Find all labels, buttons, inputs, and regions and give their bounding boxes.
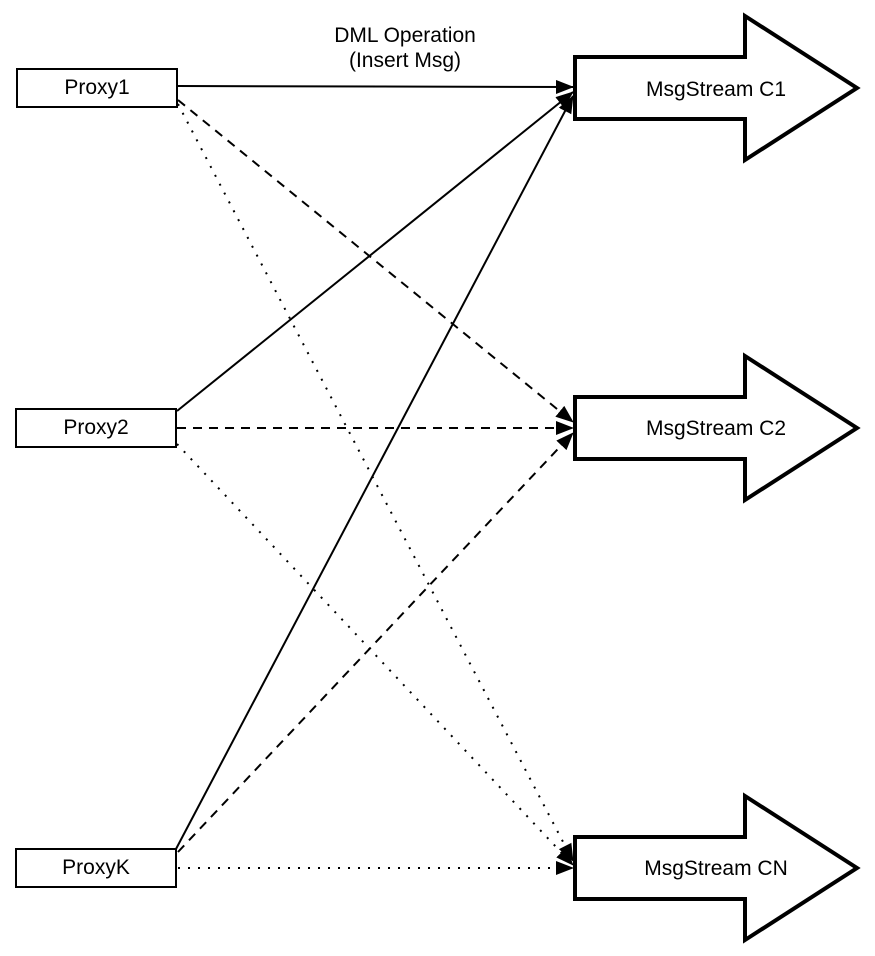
proxy1-label: Proxy1: [64, 76, 130, 99]
connection-proxy1-cn: [177, 103, 574, 862]
dml-operation-line1: DML Operation: [334, 24, 476, 47]
msgstream-c1-arrow: [573, 12, 861, 164]
proxy2-box: Proxy2: [15, 408, 177, 448]
connection-proxyk-c1: [175, 95, 574, 850]
proxy1-box: Proxy1: [16, 68, 178, 108]
msgstream-cn-label: MsgStream CN: [644, 857, 788, 880]
dml-operation-annotation: DML Operation (Insert Msg): [334, 23, 476, 73]
proxy2-label: Proxy2: [63, 416, 129, 439]
connection-proxy2-c1: [176, 91, 574, 412]
proxyk-box: ProxyK: [15, 848, 177, 888]
connection-proxy1-c1: [177, 79, 574, 94]
connection-proxyk-c2: [177, 432, 574, 853]
msgstream-c2-label: MsgStream C2: [645, 417, 787, 440]
connection-proxy2-cn: [176, 443, 574, 866]
connection-proxy1-c2: [177, 99, 574, 423]
msgstream-c1-label: MsgStream C1: [645, 78, 787, 101]
msgstream-c2-arrow: [573, 352, 861, 504]
dml-operation-line2: (Insert Msg): [348, 49, 461, 72]
proxyk-label: ProxyK: [62, 856, 130, 879]
msgstream-cn-arrow: [573, 792, 861, 944]
